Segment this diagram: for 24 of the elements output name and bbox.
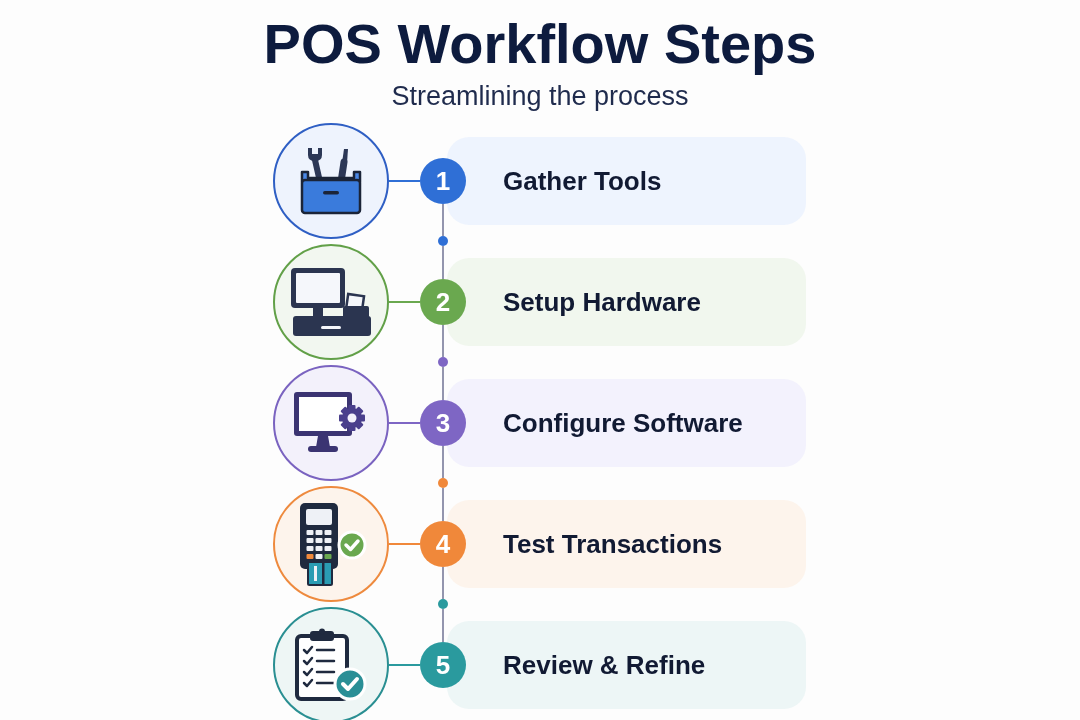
connector-line [442, 203, 444, 237]
step-number: 3 [435, 410, 451, 436]
connector-line [442, 487, 444, 522]
connector-line [442, 445, 444, 479]
step-number: 2 [435, 289, 451, 315]
step-number: 5 [435, 652, 451, 678]
step-title: Gather Tools [503, 164, 662, 198]
step-title: Configure Software [503, 406, 743, 440]
connector-line [442, 566, 444, 600]
step-title: Review & Refine [503, 648, 706, 682]
connector-line [388, 422, 421, 424]
connector-line [442, 608, 444, 643]
step-title: Setup Hardware [503, 285, 701, 319]
step-number: 4 [435, 531, 451, 557]
connector-line [442, 324, 444, 358]
step-title: Test Transactions [503, 527, 723, 561]
step-number: 1 [435, 168, 451, 194]
connector-line [442, 366, 444, 401]
connector-line [442, 245, 444, 280]
subtitle: Streamlining the process [391, 83, 689, 110]
connector-line [388, 301, 421, 303]
connector-line [388, 664, 421, 666]
connector-line [388, 180, 421, 182]
connector-line [388, 543, 421, 545]
